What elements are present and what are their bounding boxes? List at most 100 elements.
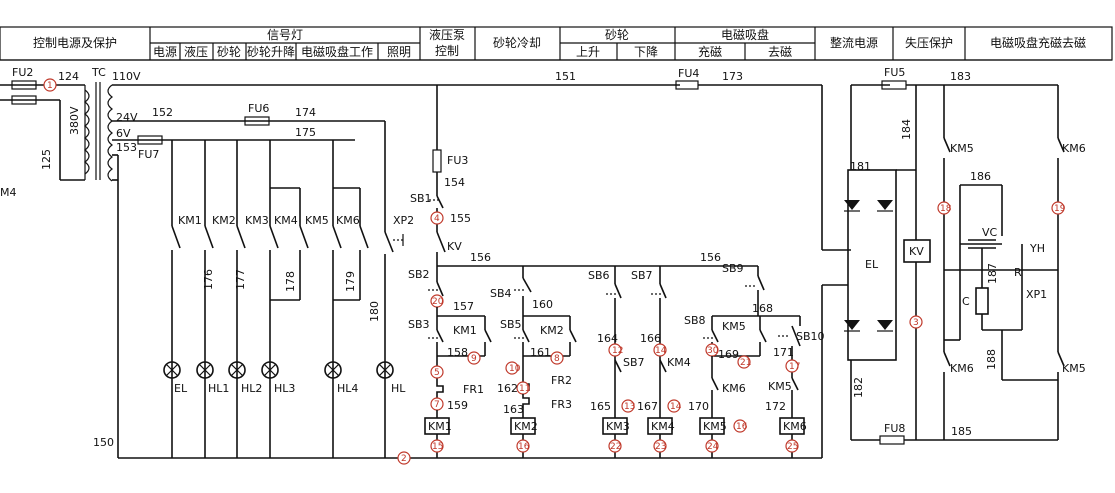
fu5-label: FU5 (884, 66, 905, 79)
resistor-r-label: C (962, 295, 970, 308)
header-table: 控制电源及保护 信号灯 液压泵 控制 砂轮冷却 砂轮 电磁吸盘 整流电源 失压保… (0, 26, 1113, 61)
sub-lighting: 照明 (387, 45, 411, 59)
node-13: 14 (655, 346, 667, 356)
relay-kv-coil (903, 239, 931, 263)
header-grinding-wheel: 砂轮 (605, 28, 629, 42)
yh-label: R (1014, 266, 1022, 279)
wire-157: 157 (453, 300, 474, 313)
node-18: 18 (940, 204, 952, 214)
header-wheel-cooling: 砂轮冷却 (493, 36, 541, 50)
km4-interlock-label: SB7 (623, 356, 645, 369)
node-16: 16 (736, 422, 748, 432)
bridge-rectifier (847, 169, 897, 361)
fr3-label: FR3 (551, 398, 572, 411)
coil-km1-label: KM1 (428, 420, 452, 433)
node-17: 17 (789, 362, 800, 372)
coil-km3-label: KM3 (606, 420, 630, 433)
node-12: 13 (624, 402, 635, 412)
sb2-label: SB2 (408, 268, 430, 281)
wire-171: 171 (773, 346, 794, 359)
header-chuck-magnetize: 电磁吸盘充磁去磁 (990, 35, 1086, 50)
node-25: 25 (787, 442, 798, 452)
wire-184: 184 (900, 119, 913, 140)
wire-175: 175 (295, 126, 316, 139)
wire-163: 163 (503, 403, 524, 416)
wire-174: 174 (295, 106, 316, 119)
node-10: 11 (519, 384, 530, 394)
wire-169: 169 (718, 348, 739, 361)
contact-km6: KM6 (336, 214, 360, 227)
xp1-label: YH (1029, 242, 1045, 255)
node-11: 12 (612, 346, 623, 356)
fr1-label: FR1 (463, 383, 484, 396)
label-hl3: HL3 (274, 382, 295, 395)
contact-km5: KM5 (305, 214, 329, 227)
transformer-section: FU2 1 124 TC 110V 24V 6V 153 380V 125 M4… (0, 66, 851, 459)
node-4: 4 (434, 214, 440, 224)
wire-187: 187 (986, 263, 999, 284)
lamp-hl4 (324, 361, 342, 379)
wire-162: 162 (497, 382, 518, 395)
sub-up: 上升 (576, 45, 600, 59)
wire-170: 170 (688, 400, 709, 413)
node-9: 10 (509, 364, 521, 374)
wire-159: 159 (447, 399, 468, 412)
wire-125: 125 (40, 149, 53, 170)
fu8-fuse (879, 435, 905, 445)
kv-contact-label: KV (447, 240, 462, 253)
wire-186: 186 (970, 170, 991, 183)
label-el: EL (174, 382, 188, 395)
fu8-label: FU8 (884, 422, 905, 435)
header-rectifier: 整流电源 (830, 35, 878, 50)
fu6-fuse (244, 116, 270, 126)
contact-km3: KM3 (245, 214, 269, 227)
sub-power: 电源 (153, 45, 177, 59)
fu4-label: FU4 (678, 67, 699, 80)
header-signal-lamps: 信号灯 (267, 28, 303, 42)
fu2-fuse (11, 80, 37, 90)
fu7-label: FU7 (138, 148, 159, 161)
fu2-label: FU2 (12, 66, 33, 79)
label-hl2: HL2 (241, 382, 262, 395)
wire-164: 164 (597, 332, 618, 345)
km6-contact-top-label: KM6 (1062, 142, 1086, 155)
lamp-el (163, 361, 181, 379)
volt-24: 24V (116, 111, 138, 124)
wire-156-b: 156 (700, 251, 721, 264)
km2-seal-label: KM2 (540, 324, 564, 337)
wire-152: 152 (152, 106, 173, 119)
sub-hydraulic: 液压 (184, 44, 208, 59)
volt-6: 6V (116, 127, 131, 140)
sb1-label: SB1 (410, 192, 432, 205)
node-15: 21 (740, 358, 751, 368)
header-undervoltage: 失压保护 (905, 35, 953, 50)
wire-177: 177 (234, 269, 247, 290)
control-section: FU3 154 SB1 4 155 KV 156 156 SB2 20 157 … (408, 85, 825, 458)
wire-183: 183 (950, 70, 971, 83)
fu3-label: FU3 (447, 154, 468, 167)
wire-155: 155 (450, 212, 471, 225)
wire-165: 165 (590, 400, 611, 413)
vc-label: EL (865, 258, 879, 271)
node-21: 16 (518, 442, 530, 452)
lamp-hl2 (228, 361, 246, 379)
contact-km1: KM1 (178, 214, 202, 227)
tc-label: TC (91, 66, 106, 79)
lamp-hl3 (261, 361, 279, 379)
node-20: 15 (432, 442, 443, 452)
coil-km6-label: KM6 (783, 420, 807, 433)
wire-185: 185 (951, 425, 972, 438)
coil-km2-label: KM2 (514, 420, 538, 433)
signal-lamp-section: KM1 KM2 KM3 KM4 KM5 KM6 176 177 178 179 (163, 140, 414, 465)
sb5-label: SB5 (500, 318, 522, 331)
node-14: 14 (670, 402, 682, 412)
node-19: 19 (1054, 204, 1066, 214)
sa1-label: XP2 (393, 214, 414, 227)
sub-magnetize: 充磁 (698, 44, 722, 59)
label-hl: HL (391, 382, 406, 395)
sub-demagnetize: 去磁 (768, 44, 792, 59)
sb8-label: SB8 (684, 314, 706, 327)
node-22: 22 (610, 442, 621, 452)
wire-172: 172 (765, 400, 786, 413)
